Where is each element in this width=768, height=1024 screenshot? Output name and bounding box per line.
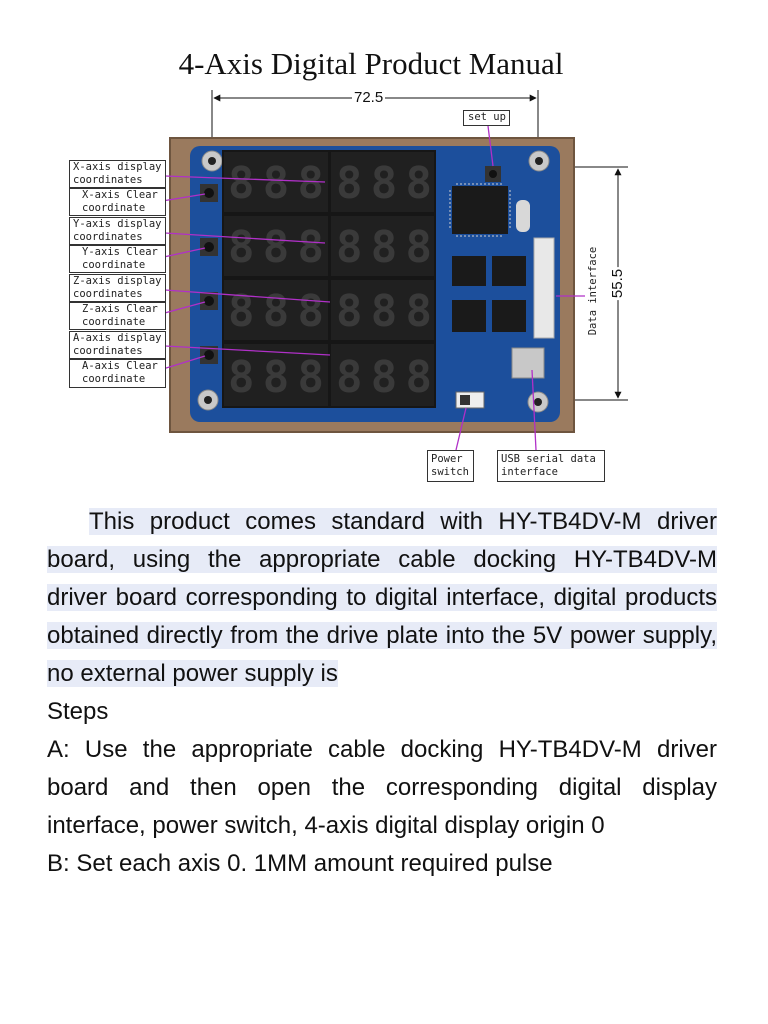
x-axis-clear-callout: X-axis Clear coordinate xyxy=(69,188,166,216)
setup-callout: set up xyxy=(463,110,510,126)
digit-group: 888 xyxy=(228,222,324,273)
driver-chips xyxy=(452,256,526,332)
power-switch-callout: Power switch xyxy=(427,450,474,482)
y-axis-display-callout: Y-axis display coordinates xyxy=(69,217,166,245)
crystal xyxy=(516,200,530,232)
digit-group: 888 xyxy=(336,286,432,337)
usb-port xyxy=(511,347,545,379)
digit-group: 888 xyxy=(336,158,432,209)
data-connector xyxy=(533,237,555,339)
callout-lines xyxy=(149,125,585,451)
x-axis-display-callout: X-axis display coordinates xyxy=(69,160,166,188)
z-axis-clear-callout: Z-axis Clear coordinate xyxy=(69,302,166,330)
clear-buttons xyxy=(200,184,218,364)
intro-paragraph: This product comes standard with HY-TB4D… xyxy=(47,503,717,693)
usb-interface-callout: USB serial data interface xyxy=(497,450,605,482)
digit-group: 888 xyxy=(336,352,432,403)
microcontroller-chip xyxy=(452,186,508,234)
data-interface-callout: Data interface xyxy=(587,246,599,336)
a-axis-display-callout: A-axis display coordinates xyxy=(69,331,166,359)
y-axis-clear-callout: Y-axis Clear coordinate xyxy=(69,245,166,273)
page-title: 4-Axis Digital Product Manual xyxy=(178,46,564,81)
digit-group: 888 xyxy=(228,352,324,403)
digit-group: 888 xyxy=(336,222,432,273)
width-dimension-label: 72.5 xyxy=(352,89,386,106)
a-axis-clear-callout: A-axis Clear coordinate xyxy=(69,359,166,388)
steps-heading: Steps xyxy=(47,698,109,725)
height-dimension-label: 55.5 xyxy=(609,266,627,301)
digit-group: 888 xyxy=(228,158,324,209)
display-modules xyxy=(222,150,436,408)
digit-group: 888 xyxy=(228,286,324,337)
z-axis-display-callout: Z-axis display coordinates xyxy=(69,274,166,302)
body-text: This product comes standard with HY-TB4D… xyxy=(47,503,717,883)
step-a: A: Use the appropriate cable docking HY-… xyxy=(47,736,717,839)
intro-text: This product comes standard with HY-TB4D… xyxy=(47,508,717,687)
step-b: B: Set each axis 0. 1MM amount required … xyxy=(47,850,553,877)
